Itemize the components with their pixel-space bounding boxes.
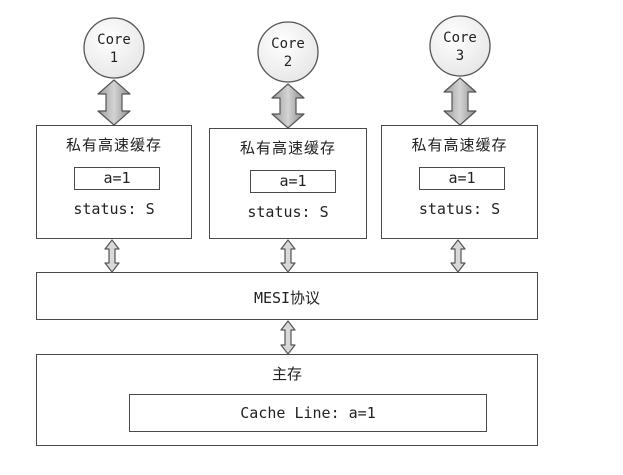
main-memory: 主存 Cache Line: a=1 [36, 354, 538, 446]
cache-1-value: a=1 [74, 167, 160, 190]
core-3-number: 3 [455, 48, 465, 64]
cache-2-status: status: S [247, 203, 329, 221]
cache-line-box: Cache Line: a=1 [129, 394, 487, 432]
core-2-cache-arrow [271, 83, 305, 129]
core-3-text: Core [443, 30, 477, 46]
cache-2-title: 私有高速缓存 [239, 139, 336, 157]
cache-2-mesi-arrow [280, 239, 296, 273]
cache-2-value: a=1 [250, 170, 336, 193]
core-1-cache-arrow [97, 79, 131, 126]
core-2-text: Core [271, 36, 305, 52]
cache-3-title: 私有高速缓存 [411, 136, 508, 154]
core-1-text: Core [97, 32, 131, 48]
cache-1-mesi-arrow [104, 239, 120, 273]
core-2-number: 2 [283, 54, 293, 70]
cache-1-title: 私有高速缓存 [65, 136, 162, 154]
private-cache-2: 私有高速缓存 a=1 status: S [209, 128, 367, 239]
core-3-cache-arrow [443, 77, 477, 126]
cache-3-status: status: S [418, 200, 501, 218]
core-1-circle [83, 17, 145, 79]
core-3-circle [429, 15, 491, 77]
cache-1-status: status: S [73, 200, 155, 218]
private-cache-3: 私有高速缓存 a=1 status: S [381, 125, 538, 239]
core-1-label: Core 1 [84, 31, 144, 67]
main-memory-title: 主存 [271, 365, 302, 383]
core-3-label: Core 3 [430, 29, 490, 65]
cache-3-mesi-arrow [450, 239, 466, 273]
core-2-circle [257, 21, 319, 83]
cache-3-value: a=1 [419, 167, 505, 190]
mesi-protocol-bar: MESI协议 [36, 272, 538, 320]
private-cache-1: 私有高速缓存 a=1 status: S [36, 125, 192, 239]
core-2-label: Core 2 [258, 35, 318, 71]
mesi-protocol-label: MESI协议 [253, 289, 321, 307]
core-1-number: 1 [109, 50, 119, 66]
mesi-memory-arrow [280, 320, 296, 355]
